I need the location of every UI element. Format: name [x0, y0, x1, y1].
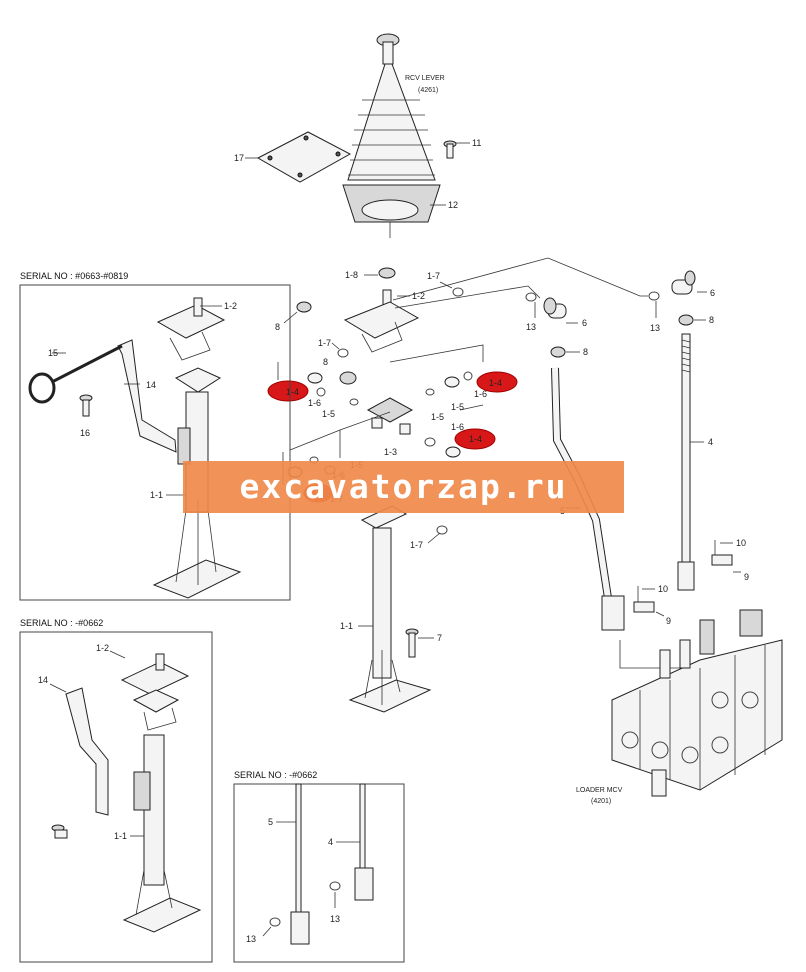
label-b1-14: 14: [146, 380, 156, 390]
label-1-4-right: 1-4: [489, 378, 502, 388]
serial-box2-title: SERIAL NO : -#0662: [20, 618, 103, 628]
label-13-middle: 13: [526, 322, 536, 332]
loader-mcv: LOADER MCV (4201): [576, 609, 783, 805]
label-8-left: 8: [275, 322, 280, 332]
label-4: 4: [708, 437, 713, 447]
label-b2-14: 14: [38, 675, 48, 685]
label-1-1-main: 1-1: [340, 621, 353, 631]
label-b3-13-right: 13: [330, 914, 340, 924]
label-1-6-right: 1-6: [474, 389, 487, 399]
variant-box-0663-0819: SERIAL NO : #0663-#0819 1-2 1-1 14 15 16: [19, 271, 291, 601]
label-1-8: 1-8: [345, 270, 358, 280]
rcv-lever-title: RCV LEVER: [405, 75, 445, 82]
label-10-upper: 10: [736, 538, 746, 548]
label-1-6-left: 1-6: [308, 398, 321, 408]
variant-box-0662-a: SERIAL NO : -#0662 1-2 1-1 14: [19, 618, 213, 963]
label-13-right: 13: [650, 323, 660, 333]
nut-1-8: 1-8: [345, 267, 396, 280]
loader-mcv-code: (4201): [591, 798, 611, 805]
highlight-1-4-right: [476, 371, 518, 393]
label-b2-1-2: 1-2: [96, 643, 109, 653]
highlight-1-4-left: [267, 380, 309, 402]
label-1-7-top: 1-7: [427, 271, 440, 281]
label-1-6-center: 1-6: [451, 422, 464, 432]
label-8-right: 8: [709, 315, 714, 325]
bolt-7: 7: [405, 628, 442, 658]
label-1-5-right: 1-5: [451, 402, 464, 412]
watermark-text: excavatorzap.ru: [239, 467, 568, 506]
variant-box-0662-b: SERIAL NO : -#0662 5 4 13 13: [233, 770, 405, 963]
label-1-4-lower: 1-4: [469, 434, 482, 444]
label-8-mid: 8: [323, 357, 328, 367]
label-9-upper: 9: [744, 572, 749, 582]
label-1-5-center: 1-5: [431, 412, 444, 422]
label-b1-1-1: 1-1: [150, 490, 163, 500]
label-1-7-lower: 1-7: [410, 540, 423, 550]
label-1-7-mid: 1-7: [318, 338, 331, 348]
label-1-4-left: 1-4: [286, 387, 299, 397]
label-6-right: 6: [710, 288, 715, 298]
label-10-lower: 10: [658, 584, 668, 594]
label-8-middle: 8: [583, 347, 588, 357]
label-17: 17: [234, 153, 244, 163]
rod-end-right: 6 13: [648, 270, 715, 333]
label-b1-15: 15: [48, 348, 58, 358]
label-11: 11: [472, 138, 481, 148]
pin-upper: 10 9: [711, 538, 749, 582]
pin-lower: 10 9: [633, 584, 671, 626]
label-b1-1-2: 1-2: [224, 301, 237, 311]
label-6-middle: 6: [582, 318, 587, 328]
label-1-5-left: 1-5: [322, 409, 335, 419]
label-1-2: 1-2: [412, 291, 425, 301]
watermark-band: [183, 461, 624, 513]
rcv-lever: RCV LEVER (4261): [342, 33, 445, 238]
main-pedestal: 1-1: [340, 505, 432, 713]
label-b1-16: 16: [80, 428, 90, 438]
label-12: 12: [448, 200, 458, 210]
highlight-1-4-lower: [454, 428, 496, 450]
bolt-11: 11: [443, 138, 481, 159]
label-1-3: 1-3: [384, 447, 397, 457]
loader-mcv-title: LOADER MCV: [576, 787, 623, 794]
serial-box1-title: SERIAL NO : #0663-#0819: [20, 271, 128, 281]
label-7: 7: [437, 633, 442, 643]
rod-4: 4: [677, 333, 713, 591]
label-b3-13-left: 13: [246, 934, 256, 944]
label-9-lower: 9: [666, 616, 671, 626]
label-b3-5: 5: [268, 817, 273, 827]
rcv-lever-code: (4261): [418, 87, 438, 94]
upper-bracket: 1-2: [343, 289, 425, 353]
label-b2-1-1: 1-1: [114, 831, 127, 841]
label-b3-4: 4: [328, 837, 333, 847]
serial-box3-title: SERIAL NO : -#0662: [234, 770, 317, 780]
rod-end-middle: 6 13: [525, 292, 587, 332]
cover-plate: 17: [234, 131, 352, 183]
